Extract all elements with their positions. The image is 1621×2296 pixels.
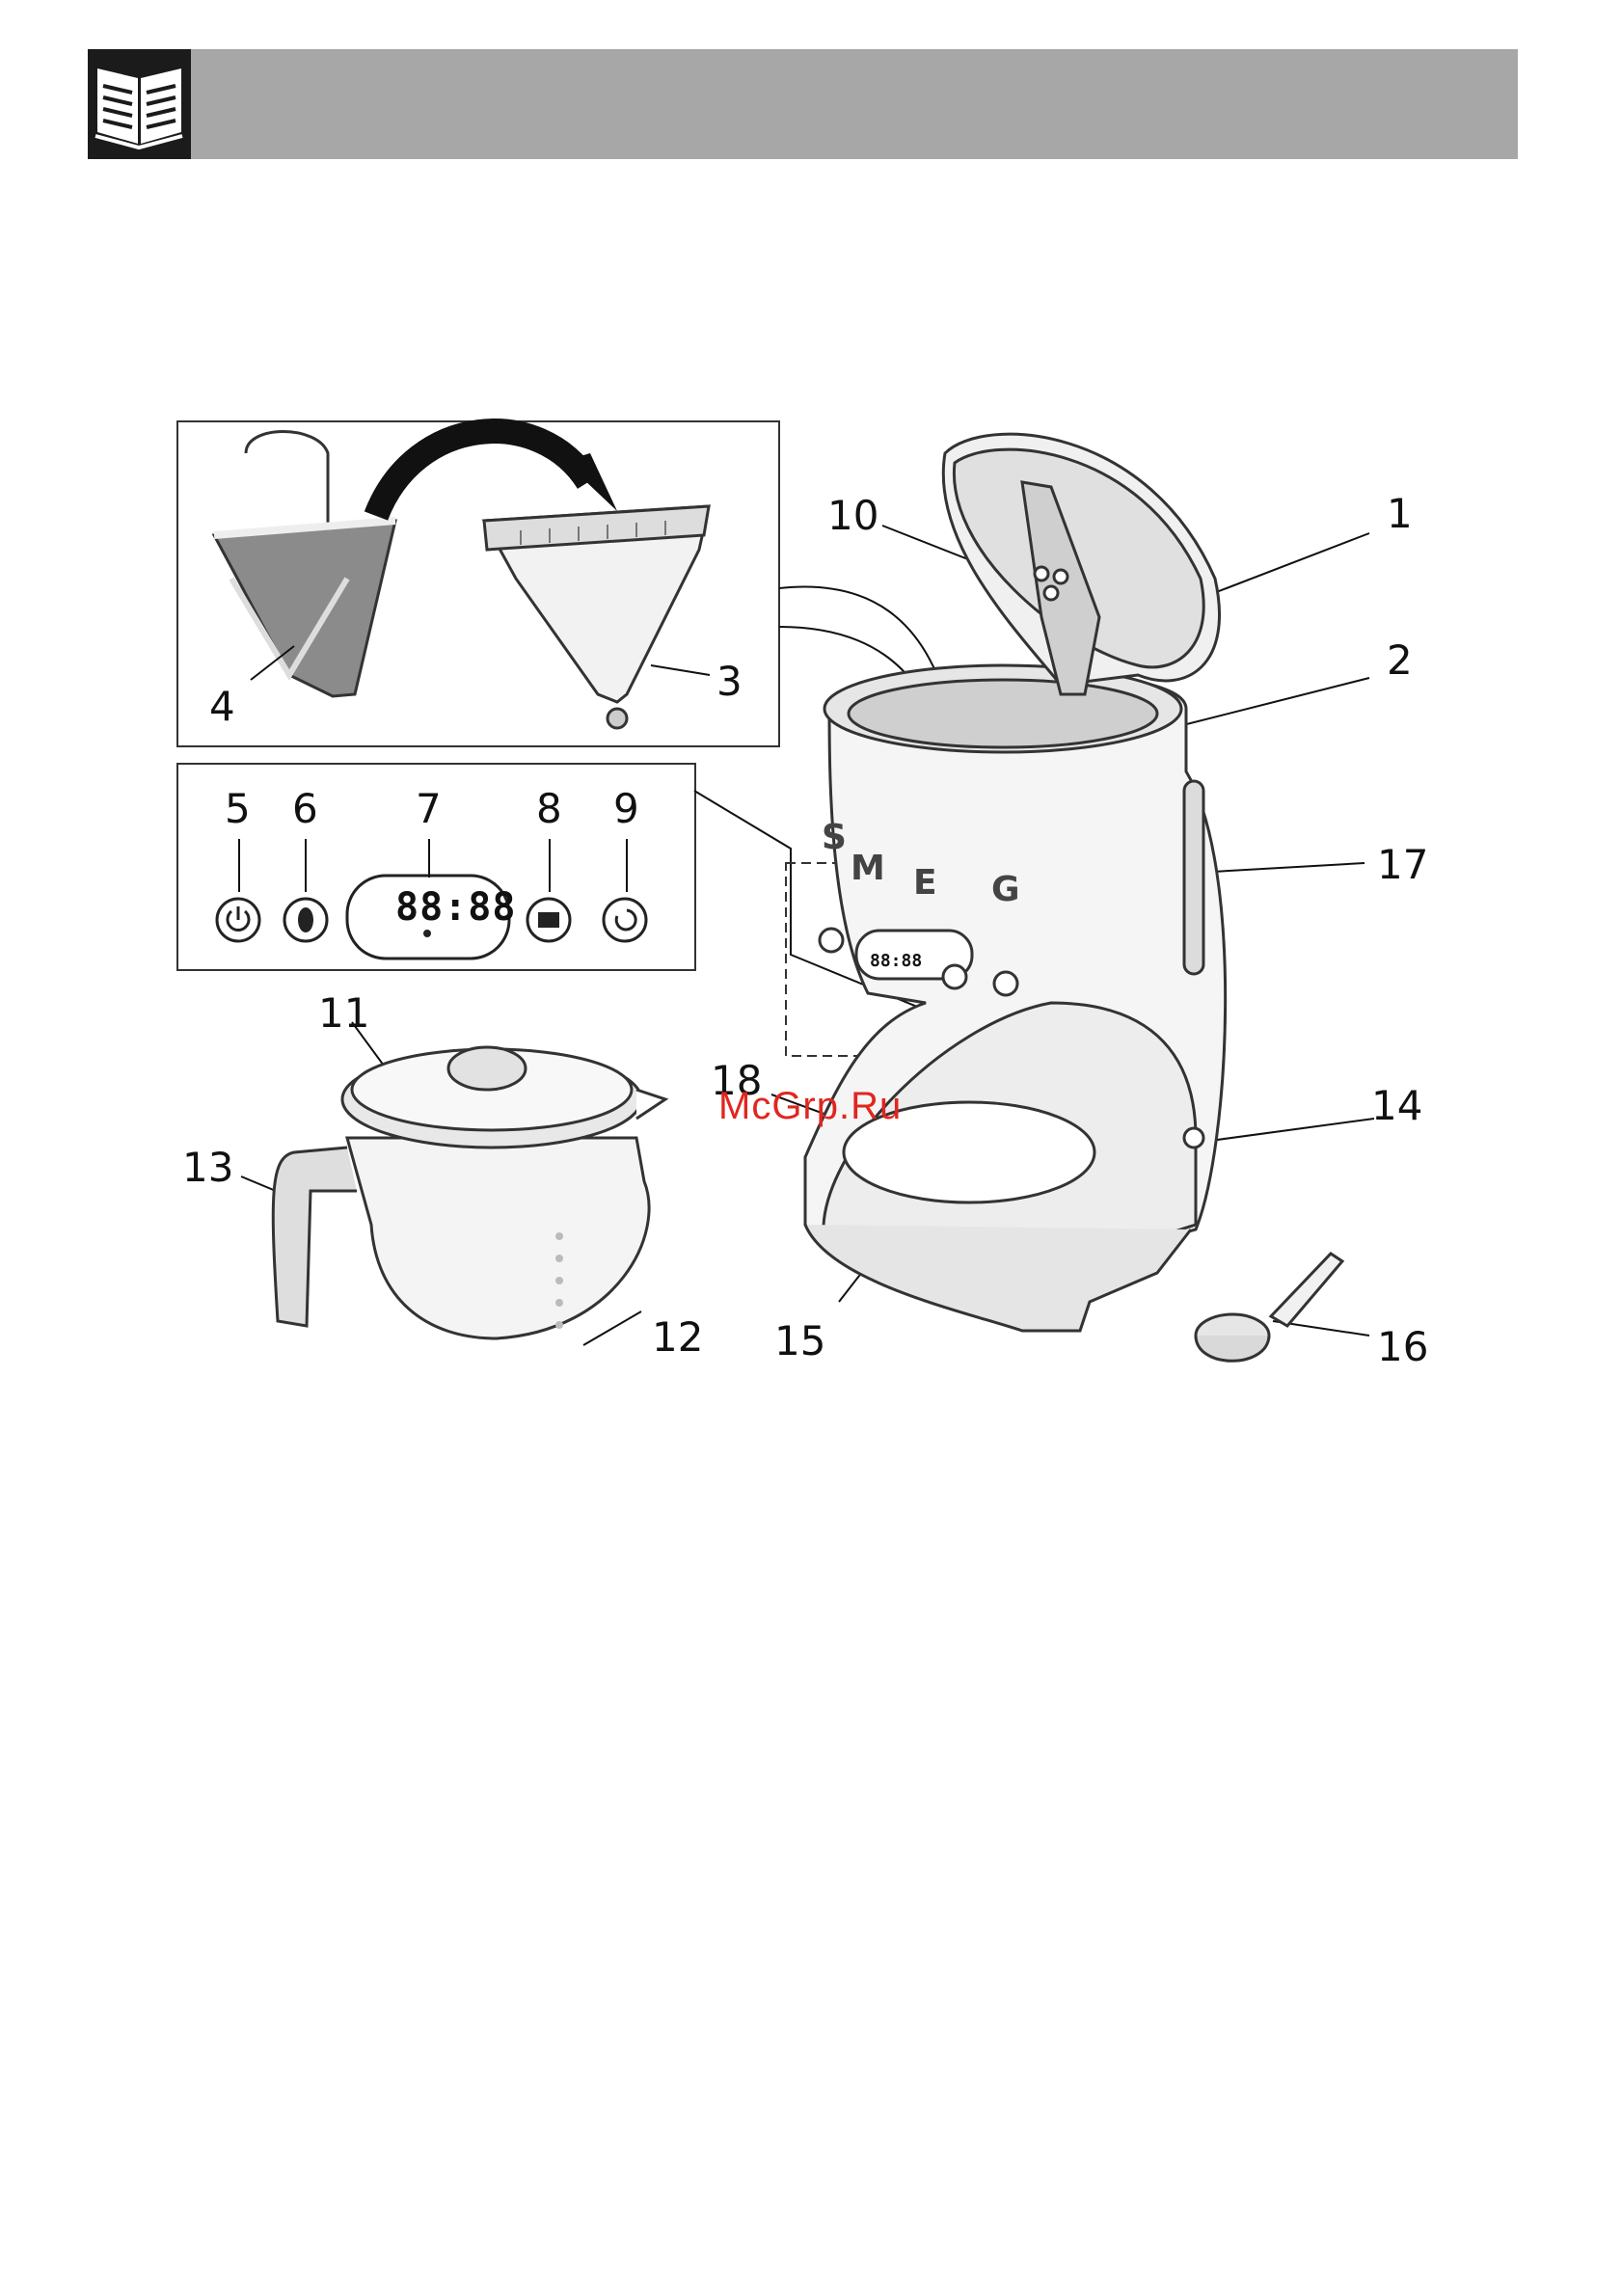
callout-14: 14	[1371, 1086, 1422, 1126]
measuring-scoop	[1196, 1254, 1342, 1361]
display-digits: 88:88	[395, 885, 516, 930]
machine-display-digits: 88:88	[870, 951, 922, 971]
timer-button	[604, 899, 646, 941]
jug-icon	[538, 912, 559, 928]
logo-letter-g: G	[991, 870, 1020, 909]
callout-1: 1	[1387, 494, 1413, 534]
callout-11: 11	[318, 993, 369, 1034]
logo-letter-m: M	[851, 849, 885, 888]
callout-4: 4	[209, 687, 235, 727]
coffee-machine	[805, 665, 1226, 1331]
carafe	[273, 1047, 665, 1338]
logo-letter-e: E	[913, 863, 937, 903]
callout-15: 15	[774, 1321, 825, 1362]
callout-6: 6	[292, 789, 318, 829]
callout-16: 16	[1377, 1327, 1428, 1367]
callout-7: 7	[416, 789, 442, 829]
coffee-bean-icon	[298, 907, 313, 932]
callout-8: 8	[536, 789, 562, 829]
callout-5: 5	[225, 789, 251, 829]
callout-13: 13	[182, 1148, 233, 1188]
callout-12: 12	[652, 1317, 703, 1358]
callout-9: 9	[613, 789, 639, 829]
machine-lid	[943, 434, 1219, 694]
watermark: McGrp.Ru	[718, 1085, 902, 1128]
callout-17: 17	[1377, 845, 1428, 885]
callout-2: 2	[1387, 640, 1413, 681]
logo-letter-s: S	[822, 818, 847, 857]
callout-3: 3	[716, 662, 743, 702]
callout-10: 10	[827, 496, 878, 536]
